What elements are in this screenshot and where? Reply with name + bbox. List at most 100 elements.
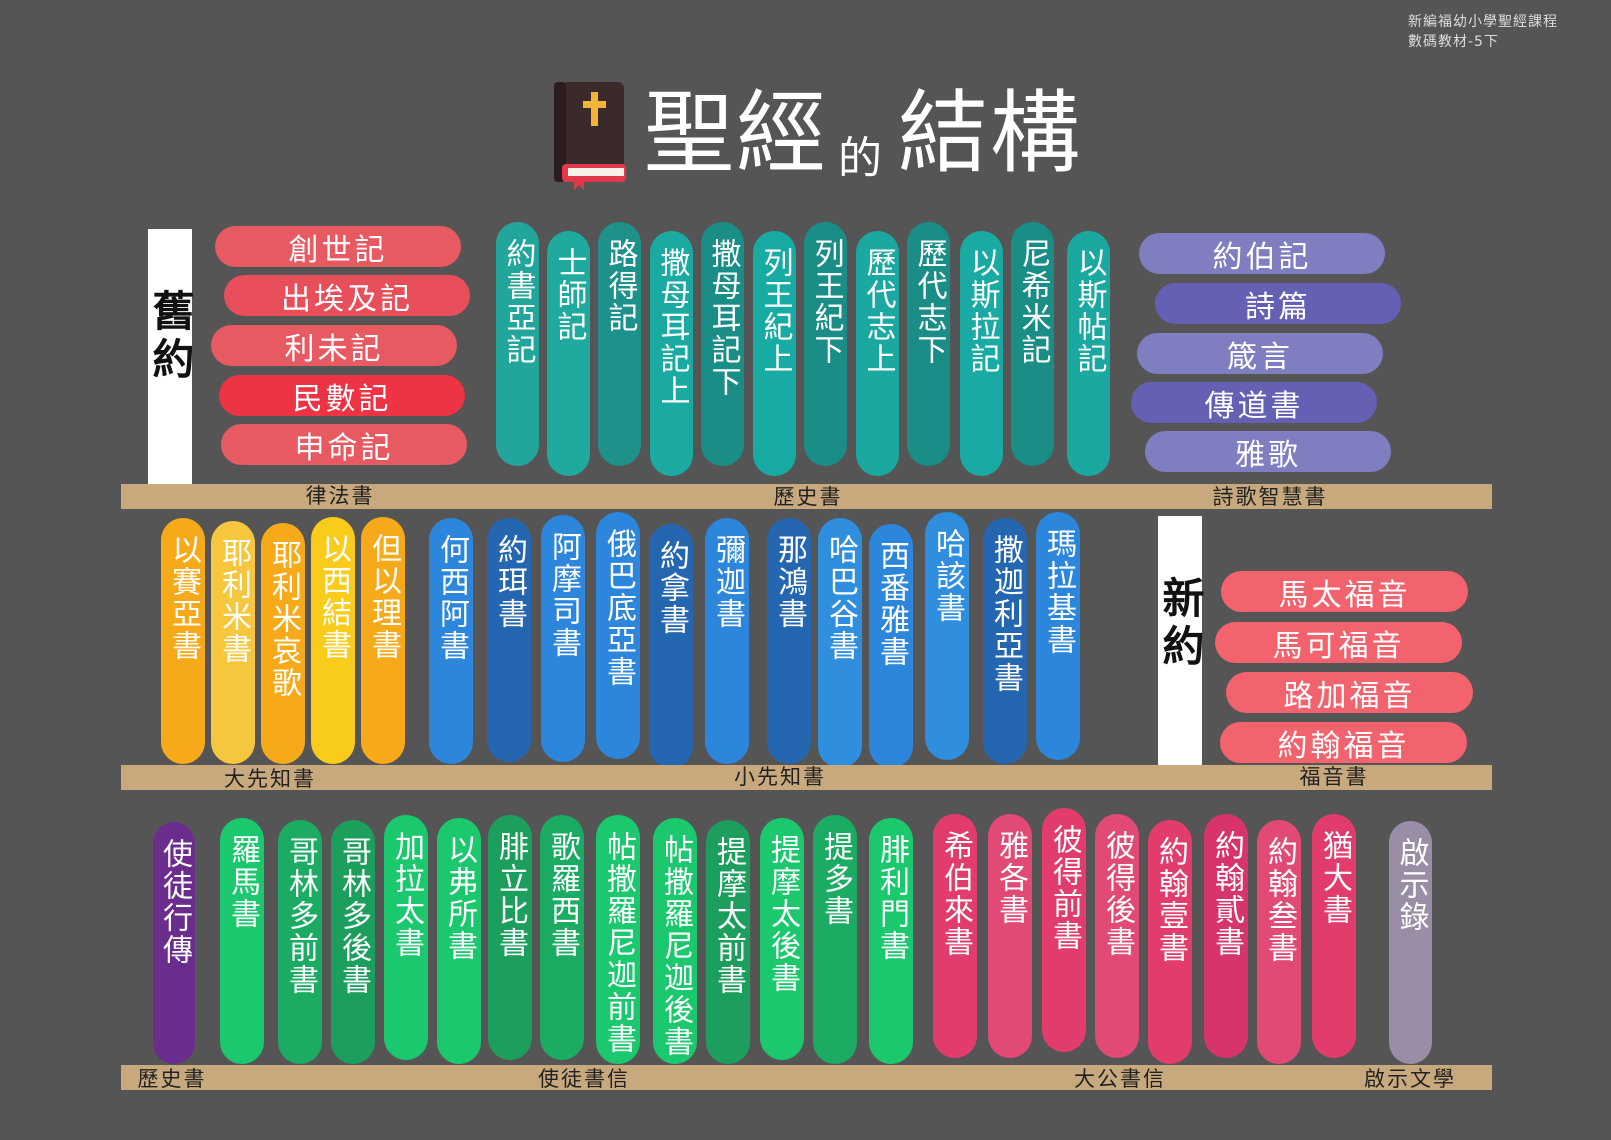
book-label: 列王紀上 [757,247,793,375]
book-label: 彼得前書 [1047,824,1082,952]
book-shelf3.general-3: 彼得後書 [1095,814,1139,1058]
book-label: 約翰壹書 [1153,836,1188,964]
book-label: 阿摩司書 [546,531,581,659]
section-new-testament: 新約 [1156,516,1205,780]
book-label: 哥林多後書 [336,836,371,996]
book-shelf3.revelation-0: 啟示錄 [1389,821,1432,1064]
book-shelf1.wisdom-1: 詩篇 [1155,283,1401,325]
book-shelf3.pauline-2: 哥林多後書 [331,820,375,1064]
book-label: 約書亞記 [500,238,536,366]
book-label: 歌羅西書 [545,831,580,959]
book-shelf3.pauline-6: 歌羅西書 [540,815,584,1060]
book-shelf2.gospels-1: 馬可福音 [1215,622,1462,664]
book-shelf2.gospels-0: 馬太福音 [1221,571,1468,613]
book-label: 提摩太後書 [765,834,800,994]
book-label: 羅馬書 [225,834,260,930]
book-shelf2.major-4: 但以理書 [361,517,405,764]
book-shelf1.history-0: 約書亞記 [496,222,539,466]
book-label: 約拿書 [654,540,689,636]
book-label: 歷代志下 [911,238,947,366]
book-label: 哈巴谷書 [823,534,858,662]
book-shelf2.minor-0: 何西阿書 [429,518,473,764]
shelf-3 [121,1065,1492,1090]
book-shelf2.gospels-2: 路加福音 [1226,672,1473,714]
title-small: 的 [838,133,882,184]
book-shelf1.law-4: 申命記 [221,424,467,466]
book-label: 加拉太書 [389,831,424,959]
book-shelf3.pauline-12: 腓利門書 [869,818,913,1064]
book-shelf2.minor-2: 阿摩司書 [541,515,585,762]
book-label: 提摩太前書 [711,836,746,996]
shelf-label-major-prophets: 大先知書 [224,767,316,791]
book-label: 彌迦書 [710,534,745,630]
book-shelf3.general-7: 猶大書 [1312,814,1356,1058]
book-shelf3.pauline-1: 哥林多前書 [278,820,322,1064]
section-old-label: 舊約 [146,289,195,385]
book-label: 帖撒羅尼迦後書 [658,834,693,1058]
shelf-label-apocalyptic: 啟示文學 [1364,1067,1456,1091]
book-shelf1.history-10: 尼希米記 [1011,222,1054,466]
book-shelf3.general-1: 雅各書 [988,814,1032,1058]
book-label: 帖撒羅尼迦前書 [601,831,636,1055]
book-label: 使徒行傳 [157,838,192,966]
book-shelf1.history-9: 以斯拉記 [960,231,1003,476]
book-label: 腓利門書 [874,834,909,962]
book-label: 士師記 [551,247,587,343]
book-shelf3.general-0: 希伯來書 [933,814,977,1058]
book-shelf2.minor-3: 俄巴底亞書 [596,512,640,759]
book-shelf1.history-8: 歷代志下 [907,222,950,466]
book-label: 以弗所書 [442,834,477,962]
book-label: 希伯來書 [938,830,973,958]
book-label: 撒迦利亞書 [988,534,1023,694]
book-label: 何西阿書 [434,534,469,662]
shelf-2 [121,765,1492,790]
book-label: 耶利米哀歌 [266,539,301,699]
book-shelf3.pauline-9: 提摩太前書 [706,820,750,1064]
title-main: 聖經 [644,81,828,186]
book-label: 腓立比書 [493,831,528,959]
book-shelf1.wisdom-2: 箴言 [1137,333,1383,375]
book-label: 撒母耳記上 [654,247,690,407]
book-shelf1.history-1: 士師記 [547,231,590,476]
book-label: 以賽亞書 [166,534,201,662]
book-label: 雅各書 [993,830,1028,926]
book-shelf1.history-4: 撒母耳記下 [701,222,744,466]
book-shelf2.minor-9: 哈該書 [925,512,969,760]
book-label: 彼得後書 [1100,830,1135,958]
book-label: 提多書 [818,831,853,927]
book-shelf3.pauline-5: 腓立比書 [488,815,532,1060]
book-label: 約珥書 [492,534,527,630]
book-shelf1.wisdom-0: 約伯記 [1139,233,1385,275]
book-shelf2.minor-6: 那鴻書 [767,518,811,764]
book-shelf1.law-3: 民數記 [219,375,465,417]
shelf-label-wisdom: 詩歌智慧書 [1212,485,1328,509]
book-label: 哥林多前書 [283,836,318,996]
book-shelf2.major-2: 耶利米哀歌 [261,523,305,764]
bible-icon [554,82,626,190]
credit-line-2: 數碼教材-5下 [1408,34,1499,50]
shelf-label-history: 歷史書 [773,485,843,509]
book-label: 但以理書 [366,533,401,661]
book-shelf1.wisdom-4: 雅歌 [1145,431,1391,473]
section-new-label: 新約 [1156,576,1205,672]
book-shelf3.pauline-11: 提多書 [813,815,857,1064]
book-label: 歷代志上 [860,247,896,375]
book-shelf2.minor-10: 撒迦利亞書 [983,518,1027,764]
book-shelf1.wisdom-3: 傳道書 [1131,382,1377,424]
shelf-label-minor-prophets: 小先知書 [734,765,826,789]
book-label: 約翰貳書 [1209,830,1244,958]
book-label: 以斯帖記 [1071,247,1107,375]
book-shelf1.law-2: 利未記 [211,325,457,367]
book-shelf3.pauline-3: 加拉太書 [384,815,428,1060]
shelf-label-law: 律法書 [305,484,375,508]
book-shelf3.acts-0: 使徒行傳 [153,822,195,1064]
shelf-1 [121,484,1492,509]
book-shelf2.major-3: 以西結書 [311,517,355,764]
shelf-label-epistles: 使徒書信 [538,1067,630,1091]
title-main2: 結構 [898,81,1082,186]
book-shelf1.history-6: 列王紀下 [804,222,847,466]
book-label: 瑪拉基書 [1041,528,1076,656]
shelf-label-general-epistles: 大公書信 [1074,1067,1166,1091]
book-shelf2.minor-7: 哈巴谷書 [818,518,862,768]
book-label: 路得記 [602,238,638,334]
